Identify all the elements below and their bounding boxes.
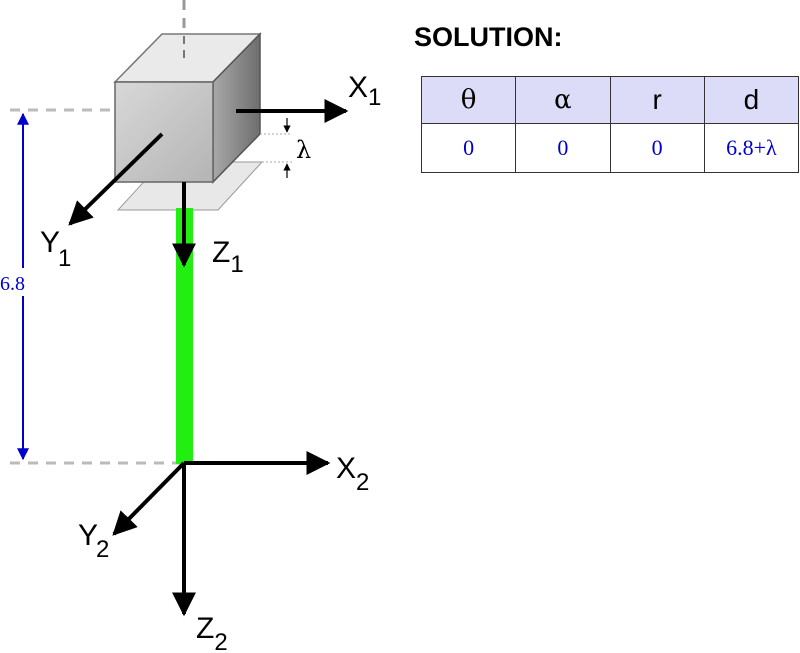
frame2-x-label: X2 [336,452,369,496]
frame1-x-label: X1 [348,71,381,111]
link-bar [176,208,193,464]
frame1-y-label: Y1 [40,226,71,272]
header-theta: θ [420,76,517,124]
header-alpha: α [515,76,611,124]
value-alpha: 0 [515,123,611,173]
frame2-y-label: Y2 [78,519,109,563]
lambda-label: λ [296,136,311,164]
table-row: 0 0 0 6.8+λ [420,123,800,173]
value-r: 0 [609,123,705,173]
table-header-row: θ α r d [420,76,800,124]
value-theta: 0 [420,123,517,173]
frame2-y-axis [112,461,186,536]
value-d: 6.8+λ [703,123,800,173]
solution-heading: SOLUTION: [414,22,563,52]
height-label-background [0,268,38,296]
frame1-y-axis [68,132,164,226]
frame1-z-label: Z1 [212,236,244,278]
dh-parameter-table: θ α r d 0 0 0 6.8+λ [420,76,800,173]
frame2-z-label: Z2 [196,612,228,653]
header-d: d [703,76,800,124]
header-r: r [609,76,705,124]
height-dimension-label: 6.8 [0,273,25,295]
